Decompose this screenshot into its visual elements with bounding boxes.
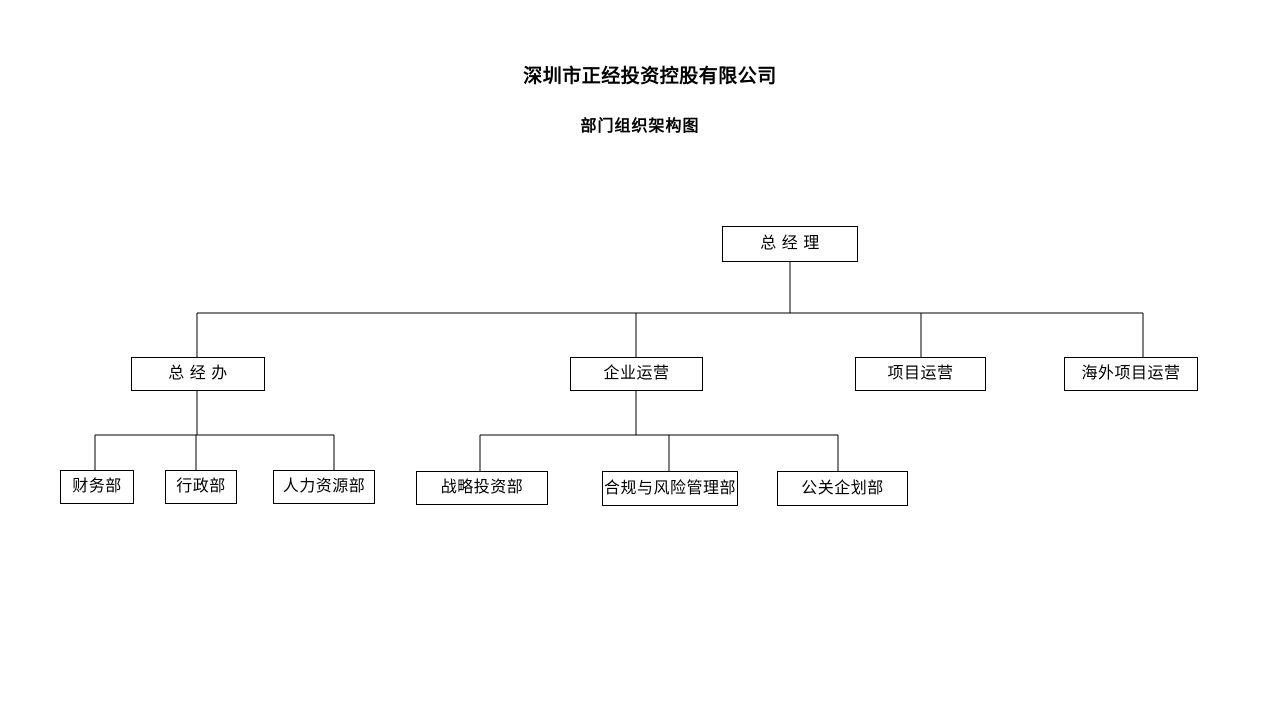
org-node-pr-planning: 公关企划部: [777, 471, 908, 506]
org-node-finance-dept: 财务部: [60, 470, 134, 504]
org-node-strategic-investment: 战略投资部: [416, 471, 548, 505]
company-title: 深圳市正经投资控股有限公司: [523, 66, 777, 87]
org-node-hr-dept: 人力资源部: [273, 470, 375, 504]
org-node-compliance-risk: 合规与风险管理部: [602, 471, 738, 506]
org-node-project-ops: 项目运营: [855, 357, 986, 391]
org-node-gm-office: 总 经 办: [131, 357, 265, 391]
chart-subtitle: 部门组织架构图: [580, 118, 700, 135]
org-node-admin-dept: 行政部: [165, 470, 237, 504]
org-node-general-manager: 总 经 理: [722, 226, 858, 262]
org-node-overseas-project-ops: 海外项目运营: [1064, 357, 1198, 391]
org-node-enterprise-ops: 企业运营: [570, 357, 703, 391]
